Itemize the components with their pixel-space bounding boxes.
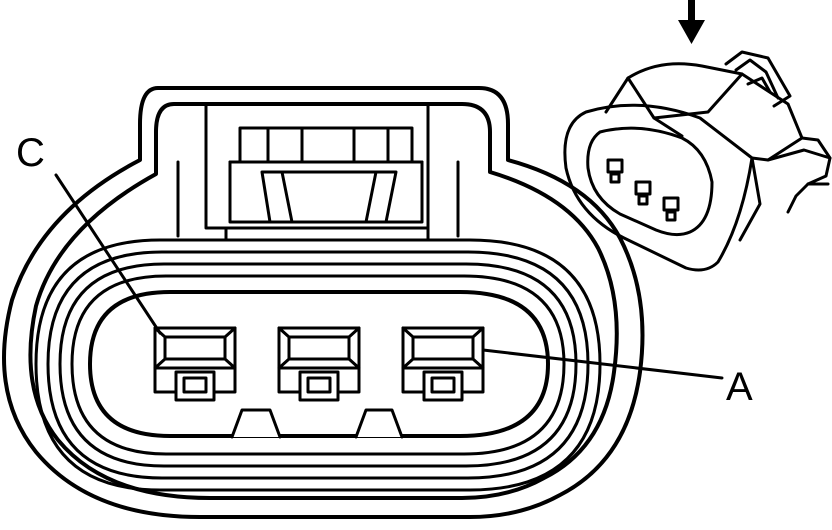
- seal-ring-1: [34, 238, 602, 492]
- terminal-b: [277, 326, 361, 402]
- connector-housing: [2, 86, 645, 519]
- inset-inner-face: [586, 126, 714, 237]
- leader-line-c: [54, 173, 162, 335]
- terminal-c: [153, 326, 237, 402]
- pin-label-a: A: [726, 365, 753, 409]
- inset-outer-body: [563, 103, 754, 272]
- latch: [176, 102, 460, 242]
- inset-side-wing: [766, 148, 832, 214]
- terminal-a: [401, 326, 485, 402]
- seal-rings: [34, 238, 602, 492]
- terminals: [153, 326, 485, 402]
- pin-label-c: C: [16, 131, 45, 175]
- latch-frame: [204, 102, 430, 230]
- cavity-outline: [88, 290, 550, 438]
- latch-tab: [228, 126, 424, 224]
- housing-inner-rim: [28, 102, 619, 500]
- key-left: [230, 408, 282, 439]
- seal-ring-2: [46, 250, 590, 480]
- inset-latch: [724, 50, 792, 108]
- leader-line-a: [481, 348, 724, 380]
- key-right: [354, 408, 404, 439]
- connector-3d-icon: [563, 50, 832, 272]
- housing-outer-rim: [2, 86, 645, 519]
- seal-ring-3: [58, 262, 578, 468]
- seal-ring-4: [70, 274, 566, 456]
- inset-top-shroud: [604, 62, 804, 162]
- arrow-down-icon: [678, 0, 705, 44]
- cavity-keys: [230, 408, 404, 439]
